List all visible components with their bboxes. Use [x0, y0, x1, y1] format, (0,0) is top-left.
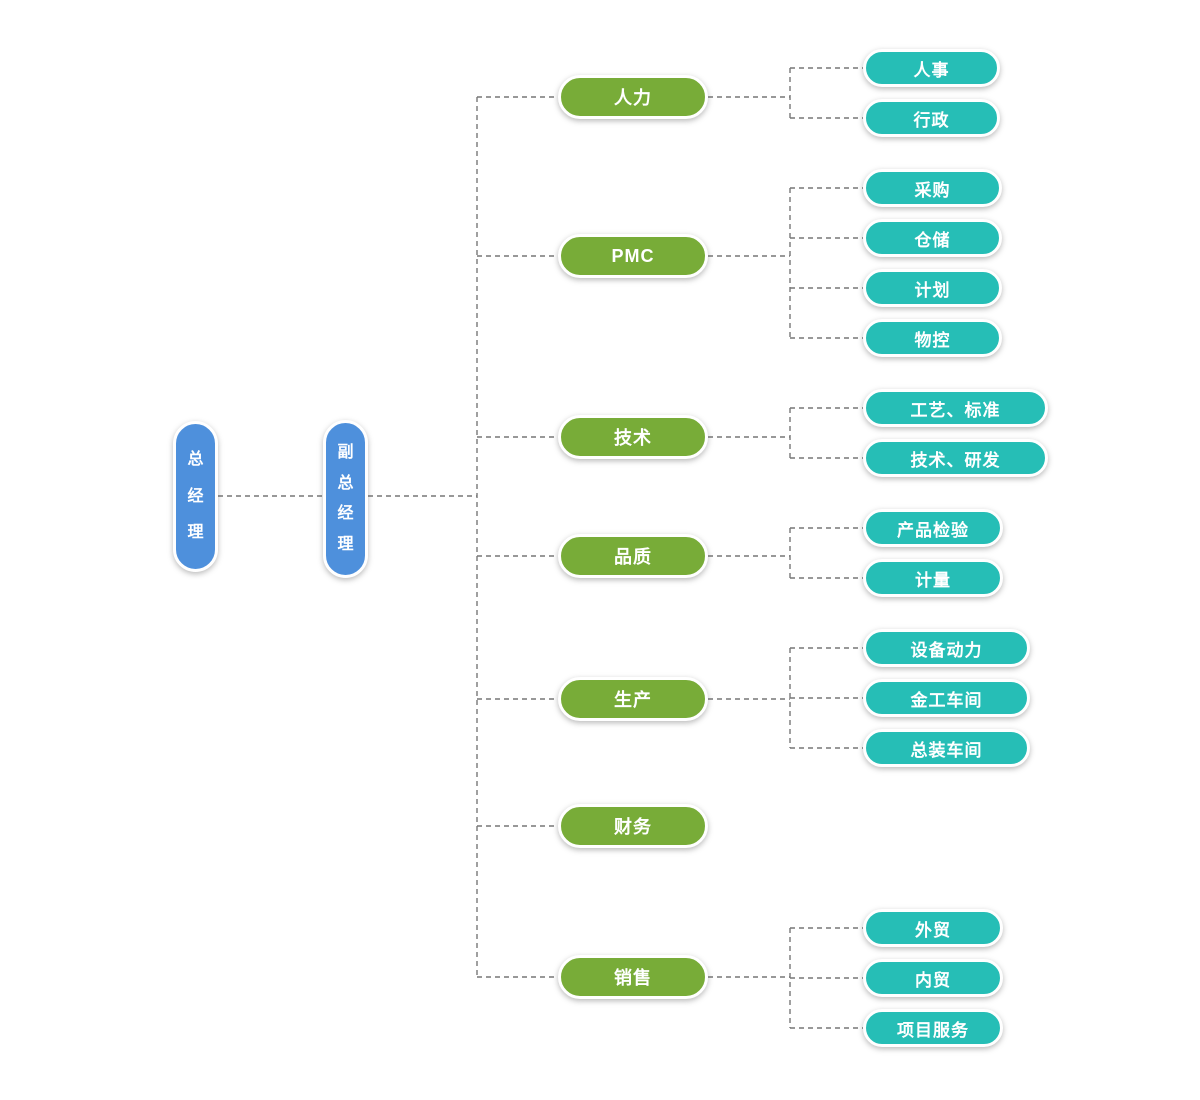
- child-node-pmc-1[interactable]: 仓储: [863, 219, 1002, 257]
- child-node-sales-1[interactable]: 内贸: [863, 959, 1003, 997]
- dept-node-pmc[interactable]: PMC: [558, 234, 708, 278]
- vertical-label-char: 总: [187, 451, 204, 469]
- child-node-production-1[interactable]: 金工车间: [863, 679, 1030, 717]
- child-node-pmc-3[interactable]: 物控: [863, 319, 1002, 357]
- dept-node-sales[interactable]: 销售: [558, 955, 708, 999]
- vertical-label-char: 理: [187, 523, 204, 541]
- child-node-quality-0[interactable]: 产品检验: [863, 509, 1003, 547]
- child-node-hr-1[interactable]: 行政: [863, 99, 1000, 137]
- child-node-production-0[interactable]: 设备动力: [863, 629, 1030, 667]
- child-node-sales-2[interactable]: 项目服务: [863, 1009, 1003, 1047]
- child-node-sales-0[interactable]: 外贸: [863, 909, 1003, 947]
- vertical-label-char: 总: [337, 474, 354, 492]
- child-node-hr-0[interactable]: 人事: [863, 49, 1000, 87]
- child-node-pmc-0[interactable]: 采购: [863, 169, 1002, 207]
- vertical-label-char: 经: [187, 487, 204, 505]
- child-node-tech-1[interactable]: 技术、研发: [863, 439, 1048, 477]
- dept-node-finance[interactable]: 财务: [558, 804, 708, 848]
- vertical-label-char: 经: [337, 505, 354, 523]
- child-node-pmc-2[interactable]: 计划: [863, 269, 1002, 307]
- vertical-label-char: 理: [337, 535, 354, 553]
- dept-node-quality[interactable]: 品质: [558, 534, 708, 578]
- dept-node-hr[interactable]: 人力: [558, 75, 708, 119]
- child-node-quality-1[interactable]: 计量: [863, 559, 1003, 597]
- chairman-node[interactable]: 总经理: [173, 421, 218, 572]
- child-node-production-2[interactable]: 总装车间: [863, 729, 1030, 767]
- dept-node-production[interactable]: 生产: [558, 677, 708, 721]
- deputy-general-manager-node[interactable]: 副总经理: [323, 420, 368, 578]
- vertical-label-char: 副: [337, 444, 354, 462]
- dept-node-tech[interactable]: 技术: [558, 415, 708, 459]
- child-node-tech-0[interactable]: 工艺、标准: [863, 389, 1048, 427]
